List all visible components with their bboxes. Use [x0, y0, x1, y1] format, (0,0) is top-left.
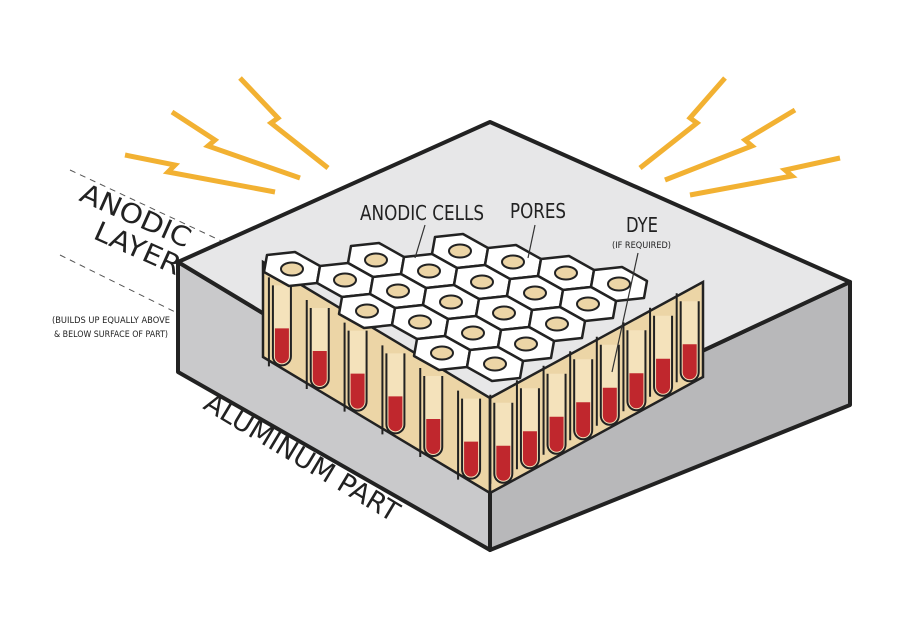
- pore: [523, 285, 547, 301]
- dye-fill: [496, 445, 511, 481]
- pores-leader: [527, 224, 536, 259]
- pore: [461, 325, 485, 341]
- lightning-bolt-icon: [238, 76, 330, 170]
- dye-fill: [388, 396, 403, 432]
- lightning-bolt-icon: [638, 76, 727, 170]
- dye-fill: [602, 387, 617, 423]
- pore: [514, 336, 538, 352]
- dye-fill: [312, 351, 327, 387]
- pore: [355, 303, 379, 319]
- pore: [545, 316, 569, 332]
- pore: [439, 294, 463, 310]
- dye-fill: [522, 431, 537, 467]
- pore: [576, 296, 600, 312]
- pore: [417, 263, 441, 279]
- dye-label: DYE: [626, 213, 658, 237]
- pore: [448, 243, 472, 259]
- anodic-cells-grid: [262, 232, 649, 383]
- dye-fill: [464, 441, 479, 477]
- pore: [470, 274, 494, 290]
- anodic-layer-note-2: & BELOW SURFACE OF PART): [54, 330, 168, 340]
- pores-label: PORES: [510, 199, 566, 223]
- dye-fill: [576, 402, 591, 438]
- pore: [501, 254, 525, 270]
- dye-fill: [274, 328, 289, 364]
- lightning-bolt-icon: [124, 152, 276, 195]
- pore: [607, 276, 631, 292]
- leader-lines: [414, 224, 639, 373]
- lightning-bolt-icon: [664, 107, 797, 183]
- anodic-layer-note-1: (BUILDS UP EQUALLY ABOVE: [52, 316, 170, 326]
- dye-fill: [629, 373, 644, 409]
- dye-leader: [611, 252, 639, 373]
- pore: [333, 272, 357, 288]
- dye-fill: [682, 344, 697, 380]
- lightning-bolt-icon: [170, 109, 301, 181]
- pore: [280, 261, 304, 277]
- pore: [430, 345, 454, 361]
- dye-fill: [549, 416, 564, 452]
- dye-note-label: (IF REQUIRED): [612, 241, 671, 251]
- pore: [408, 314, 432, 330]
- anodic-cell-columns: [261, 259, 705, 496]
- pore: [554, 265, 578, 281]
- dye-fill: [350, 373, 365, 409]
- pore: [492, 305, 516, 321]
- pore: [386, 283, 410, 299]
- anodic-cells-label: ANODIC CELLS: [360, 201, 484, 225]
- pore: [483, 356, 507, 372]
- dye-fill: [426, 419, 441, 455]
- lightning-bolts: [124, 76, 841, 198]
- lightning-bolt-icon: [689, 155, 841, 198]
- anodic-cells-leader: [414, 224, 426, 259]
- pore: [364, 252, 388, 268]
- dye-fill: [656, 358, 671, 394]
